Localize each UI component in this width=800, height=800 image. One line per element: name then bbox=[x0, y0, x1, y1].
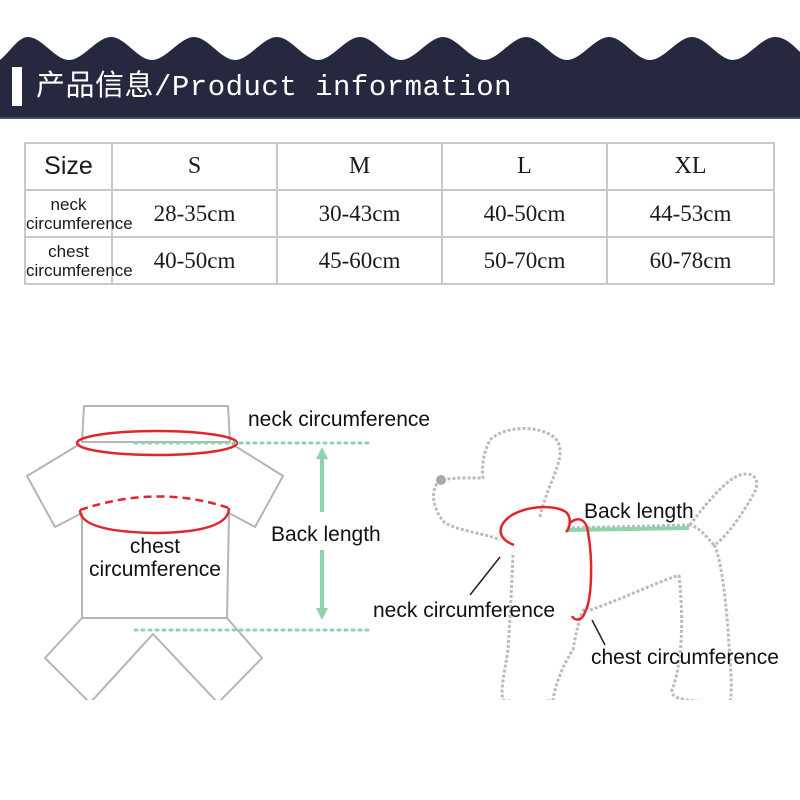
garment-neck-label: neck circumference bbox=[248, 408, 431, 431]
garment-chest-label: chest circumference bbox=[81, 535, 229, 581]
size-header-cell: Size bbox=[24, 142, 113, 191]
garment-outline-icon bbox=[26, 405, 284, 700]
size-s-header: S bbox=[111, 142, 278, 191]
size-chart-table: Size S M L XL neck circumference 28-35cm… bbox=[24, 142, 775, 285]
size-xl-header: XL bbox=[606, 142, 775, 191]
neck-l-value: 40-50cm bbox=[441, 189, 608, 238]
neck-xl-value: 44-53cm bbox=[606, 189, 775, 238]
neck-label-line2: circumference bbox=[26, 213, 133, 233]
chest-label-cell: chest circumference bbox=[24, 236, 133, 285]
dog-neck-label: neck circumference bbox=[373, 599, 556, 622]
size-l-header: L bbox=[441, 142, 608, 191]
dog-outline-icon bbox=[432, 427, 759, 700]
neck-label-line1: neck bbox=[50, 194, 87, 214]
chest-m-value: 45-60cm bbox=[276, 236, 443, 285]
chest-label-line1: chest bbox=[48, 241, 89, 261]
table-row-chest: chest circumference 40-50cm 45-60cm 50-7… bbox=[24, 236, 775, 285]
size-m-header: M bbox=[276, 142, 443, 191]
banner-accent-bar bbox=[12, 67, 22, 106]
chest-xl-value: 60-78cm bbox=[606, 236, 775, 285]
measurement-diagrams: neck circumference Back length chest cir… bbox=[0, 390, 800, 700]
garment-chest-label-line1: chest bbox=[129, 535, 181, 558]
garment-chest-label-line2: circumference bbox=[89, 558, 221, 581]
garment-neck-measure-icon bbox=[75, 429, 239, 457]
wave-banner-background bbox=[0, 37, 800, 119]
garment-chest-measure-icon bbox=[79, 495, 230, 512]
garment-back-length-label: Back length bbox=[271, 523, 381, 546]
dog-chest-label: chest circumference bbox=[591, 646, 779, 669]
chest-l-value: 50-70cm bbox=[441, 236, 608, 285]
chest-s-value: 40-50cm bbox=[111, 236, 278, 285]
back-length-arrow-icon bbox=[316, 447, 328, 620]
dog-neck-measure-icon bbox=[499, 505, 571, 547]
neck-m-value: 30-43cm bbox=[276, 189, 443, 238]
banner-title: 产品信息/Product information bbox=[36, 71, 513, 104]
dog-chest-measure-icon bbox=[568, 518, 593, 621]
table-header-row: Size S M L XL bbox=[24, 142, 775, 191]
dog-nose-icon bbox=[436, 475, 446, 485]
neck-s-value: 28-35cm bbox=[111, 189, 278, 238]
product-info-banner: 产品信息/Product information bbox=[0, 0, 800, 120]
table-row-neck: neck circumference 28-35cm 30-43cm 40-50… bbox=[24, 189, 775, 238]
dog-back-length-label: Back length bbox=[584, 500, 694, 523]
chest-label-line2: circumference bbox=[26, 260, 133, 280]
neck-label-cell: neck circumference bbox=[24, 189, 133, 238]
